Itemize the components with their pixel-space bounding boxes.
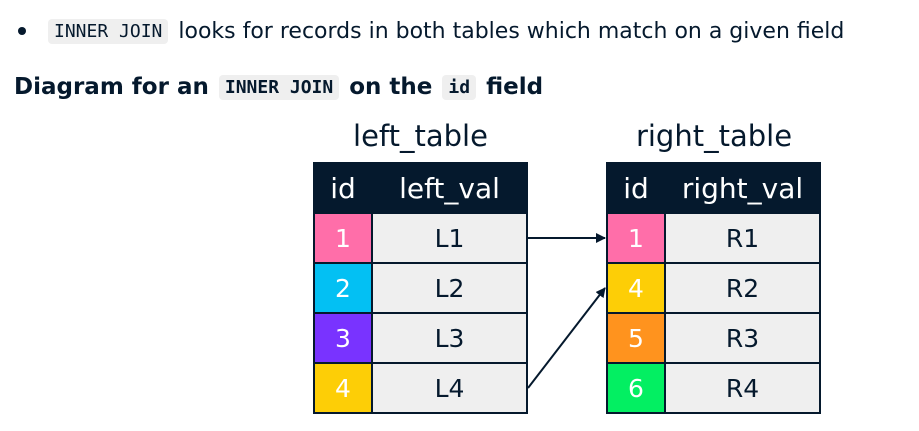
right-table-row: 6 R4: [606, 362, 821, 414]
inline-code-inner-join: INNER JOIN: [48, 18, 169, 44]
left-val-cell: L3: [371, 312, 528, 364]
bullet-text: looks for records in both tables which m…: [178, 18, 845, 44]
right-table-title: right_table: [635, 119, 793, 153]
left-id-cell: 2: [313, 262, 373, 314]
right-id-cell: 1: [606, 212, 666, 264]
heading-code-inner-join: INNER JOIN: [218, 74, 340, 100]
right-table-row: 5 R3: [606, 312, 821, 364]
right-table: id right_val 1 R1 4 R2 5 R3 6 R4: [606, 162, 821, 414]
right-val-cell: R3: [664, 312, 821, 364]
left-table: id left_val 1 L1 2 L2 3 L3 4 L4: [313, 162, 528, 414]
heading-text-1: Diagram for an: [14, 74, 209, 100]
heading-code-id: id: [442, 74, 477, 100]
right-id-cell: 4: [606, 262, 666, 314]
right-table-row: 4 R2: [606, 262, 821, 314]
left-table-header-id: id: [313, 162, 373, 214]
left-table-row: 2 L2: [313, 262, 528, 314]
left-table-title: left_table: [353, 119, 488, 153]
left-table-row: 4 L4: [313, 362, 528, 414]
heading-text-3: field: [486, 74, 544, 100]
right-id-cell: 6: [606, 362, 666, 414]
bullet-dot: [18, 27, 26, 35]
right-val-cell: R1: [664, 212, 821, 264]
left-table-header-val: left_val: [371, 162, 528, 214]
left-val-cell: L4: [371, 362, 528, 414]
left-val-cell: L1: [371, 212, 528, 264]
left-id-cell: 3: [313, 312, 373, 364]
match-arrow: [527, 287, 606, 389]
right-table-header-row: id right_val: [606, 162, 821, 214]
left-table-row: 1 L1: [313, 212, 528, 264]
left-table-header-row: id left_val: [313, 162, 528, 214]
left-table-row: 3 L3: [313, 312, 528, 364]
bullet-point: INNER JOIN looks for records in both tab…: [14, 14, 844, 48]
right-val-cell: R2: [664, 262, 821, 314]
left-id-cell: 4: [313, 362, 373, 414]
heading-text-2: on the: [349, 74, 433, 100]
right-table-header-id: id: [606, 162, 666, 214]
right-id-cell: 5: [606, 312, 666, 364]
diagram-heading: Diagram for an INNER JOIN on the id fiel…: [14, 70, 543, 104]
left-val-cell: L2: [371, 262, 528, 314]
right-table-row: 1 R1: [606, 212, 821, 264]
right-table-header-val: right_val: [664, 162, 821, 214]
right-val-cell: R4: [664, 362, 821, 414]
left-id-cell: 1: [313, 212, 373, 264]
